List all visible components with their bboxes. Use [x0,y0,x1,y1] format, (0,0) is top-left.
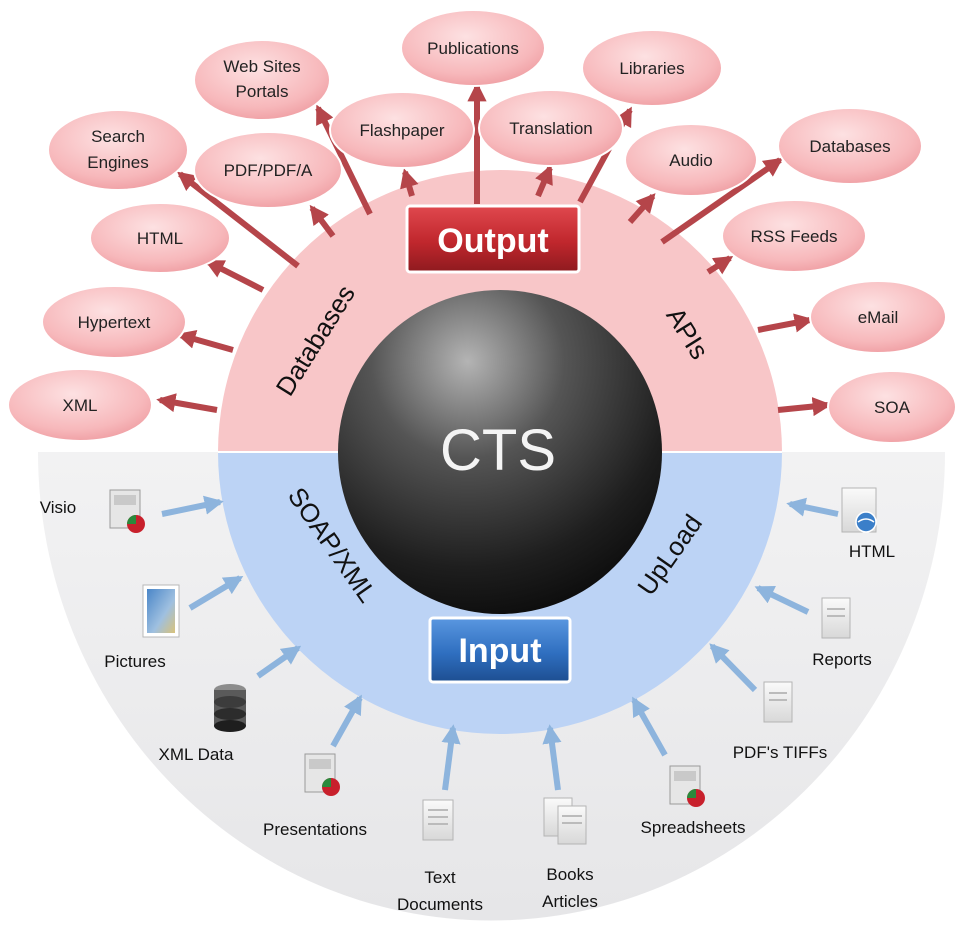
bubble-rss-feeds: RSS Feeds [721,199,867,273]
label-xml-data: XML Data [159,745,235,764]
svg-text:XML: XML [63,396,98,415]
presentations-icon [304,753,340,796]
svg-text:Audio: Audio [669,151,712,170]
label-pictures: Pictures [104,652,165,671]
label-pdf-tiffs: PDF's TIFFs [733,743,828,762]
cts-sphere [338,290,662,614]
bubble-flashpaper: Flashpaper [329,91,475,169]
bubble-email: eMail [809,280,947,354]
bubble-soa: SOA [827,370,957,444]
svg-text:Publications: Publications [427,39,519,58]
svg-text:Search: Search [91,127,145,146]
cts-label: CTS [440,418,556,483]
svg-text:Libraries: Libraries [619,59,684,78]
svg-text:PDF/PDF/A: PDF/PDF/A [224,161,313,180]
output-box: Output [405,204,581,274]
label-reports: Reports [812,650,872,669]
svg-text:HTML: HTML [137,229,183,248]
bubble-translation: Translation [478,89,624,167]
spreadsheets-icon [669,765,705,807]
svg-text:Hypertext: Hypertext [78,313,151,332]
bubble-html: HTML [89,202,231,274]
books-articles-icon [543,797,587,845]
svg-text:Databases: Databases [809,137,890,156]
bubble-search-engines: Search Engines [47,109,189,191]
output-bubbles: XML Hypertext HTML Search Engines PDF/PD… [7,9,957,444]
output-box-label: Output [437,222,548,260]
bubble-databases: Databases [777,107,923,185]
label-presentations: Presentations [263,820,367,839]
svg-text:Translation: Translation [509,119,592,138]
label-visio: Visio [40,498,77,517]
svg-text:SOA: SOA [874,398,911,417]
bubble-hypertext: Hypertext [41,285,187,359]
xml-data-icon [214,684,246,732]
bubble-xml: XML [7,368,153,442]
bubble-audio: Audio [624,123,758,197]
bubble-pdf: PDF/PDF/A [193,131,343,209]
svg-text:RSS Feeds: RSS Feeds [751,227,838,246]
output-arrows [156,82,832,417]
label-books-articles-1: Books [546,865,593,884]
input-box: Input [428,616,572,684]
pictures-icon [142,584,180,638]
label-text-documents-1: Text [424,868,455,887]
label-text-documents-2: Documents [397,895,483,914]
input-arrows [161,495,839,791]
bubble-libraries: Libraries [581,29,723,107]
svg-text:Flashpaper: Flashpaper [359,121,444,140]
reports-icon [821,597,851,639]
bubble-web-sites: Web Sites Portals [193,39,331,121]
bubble-publications: Publications [400,9,546,87]
input-box-label: Input [458,632,541,670]
html-icon [841,487,877,533]
svg-text:Engines: Engines [87,153,148,172]
text-documents-icon [422,799,454,841]
label-books-articles-2: Articles [542,892,598,911]
pdf-tiffs-icon [763,681,793,723]
label-spreadsheets: Spreadsheets [641,818,746,837]
svg-text:eMail: eMail [858,308,899,327]
svg-text:Portals: Portals [236,82,289,101]
visio-icon [109,489,145,533]
svg-text:Web Sites: Web Sites [223,57,300,76]
label-html: HTML [849,542,895,561]
